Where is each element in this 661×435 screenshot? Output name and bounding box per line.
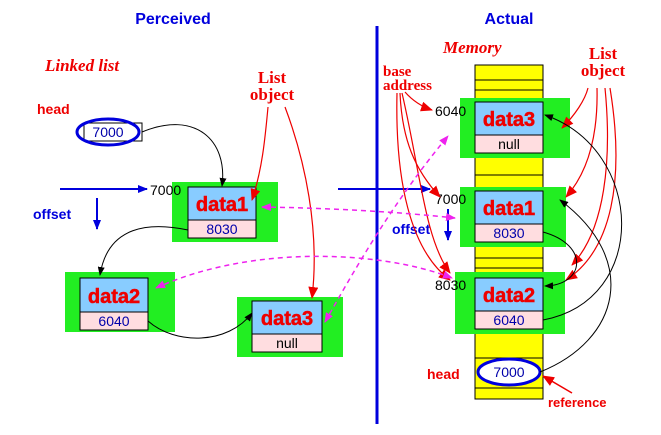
correspondence-data3 xyxy=(324,135,449,323)
memory-node-data1: data1 8030 xyxy=(460,187,566,247)
label-line: base xyxy=(383,64,412,80)
actual-header: Actual xyxy=(485,11,534,28)
perceived-node-data3: data3 null xyxy=(237,297,343,357)
correspondence-data2 xyxy=(155,255,453,289)
perceived-node-data: data3 xyxy=(261,308,313,330)
memory-node-next: 6040 xyxy=(493,312,524,328)
memory-address-8030: 8030 xyxy=(435,277,466,293)
memory-node-data3: data3 null xyxy=(460,98,570,158)
list-object-arrow-node3 xyxy=(284,106,319,299)
node2-to-node3-arrow xyxy=(147,312,253,339)
head-value-right: 7000 xyxy=(493,364,524,380)
offset-label-right: offset xyxy=(392,221,430,237)
head-value-left: 7000 xyxy=(92,124,123,140)
memory-node-next: null xyxy=(498,136,520,152)
memory-head-to-7000-arrow xyxy=(539,199,612,373)
label-line: List xyxy=(589,44,618,63)
perceived-header: Perceived xyxy=(135,11,211,28)
memory-address-7000: 7000 xyxy=(435,191,466,207)
label-line: object xyxy=(581,61,626,80)
memory-node-next: 8030 xyxy=(493,225,524,241)
memory-node-data: data3 xyxy=(483,109,535,131)
perceived-node-data: data1 xyxy=(196,194,248,216)
list-object-arrow-m2 xyxy=(565,87,598,198)
list-object-arrow-node1 xyxy=(250,106,269,201)
memory-label: Memory xyxy=(442,38,502,57)
memory-node-data: data1 xyxy=(483,198,535,220)
perceived-node1-address: 7000 xyxy=(150,182,181,198)
reference-arrow xyxy=(542,375,573,394)
base-address-arrow-8030-a xyxy=(396,92,451,281)
label-line: List xyxy=(258,68,287,87)
memory-node-data: data2 xyxy=(483,285,535,307)
memory-node-data2: data2 6040 xyxy=(455,272,565,334)
memory-8030-to-6040-arrow xyxy=(542,114,623,321)
perceived-node-data: data2 xyxy=(88,286,140,308)
offset-label-left: offset xyxy=(33,206,71,222)
reference-label: reference xyxy=(548,395,607,410)
perceived-node-data2: data2 6040 xyxy=(65,272,175,332)
head-to-node1-arrow xyxy=(141,124,227,187)
perceived-node-next: null xyxy=(276,335,298,351)
list-object-arrow-m4 xyxy=(565,87,617,281)
linked-list-label: Linked list xyxy=(44,56,120,75)
list-object-arrow-m3 xyxy=(571,87,609,266)
memory-7000-to-8030-arrow xyxy=(542,231,578,290)
perceived-node-next: 8030 xyxy=(206,221,237,237)
base-address-arrow-6040 xyxy=(404,91,433,112)
head-label-right: head xyxy=(427,366,460,382)
base-address-arrow-8030-b xyxy=(401,92,451,274)
node1-to-node2-arrow xyxy=(97,226,189,276)
label-line: address xyxy=(383,78,432,94)
memory-address-6040: 6040 xyxy=(435,103,466,119)
perceived-node-next: 6040 xyxy=(98,313,129,329)
head-label-left: head xyxy=(37,101,70,117)
label-line: object xyxy=(250,85,295,104)
head-ellipse-left xyxy=(75,117,141,147)
perceived-node-data1: data1 8030 xyxy=(172,182,278,242)
